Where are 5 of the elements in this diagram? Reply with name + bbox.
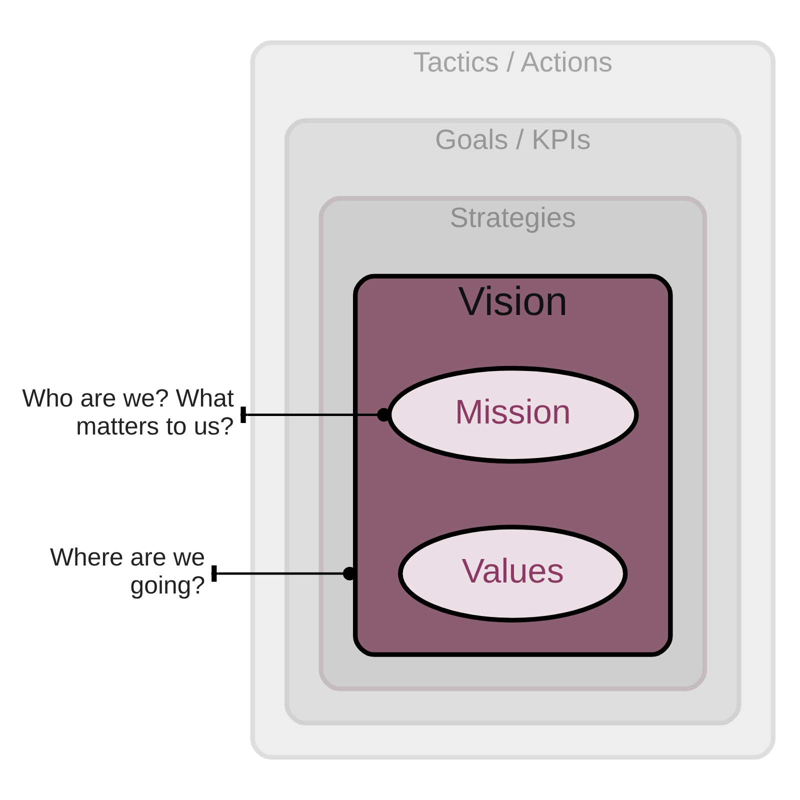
node-text: Who are we? What matters to us? [22,384,234,441]
node-ellipse: Values [398,524,628,622]
node-ellipse: Mission [386,366,639,464]
node-text: Where are we going? [50,544,206,600]
connector [240,406,391,423]
